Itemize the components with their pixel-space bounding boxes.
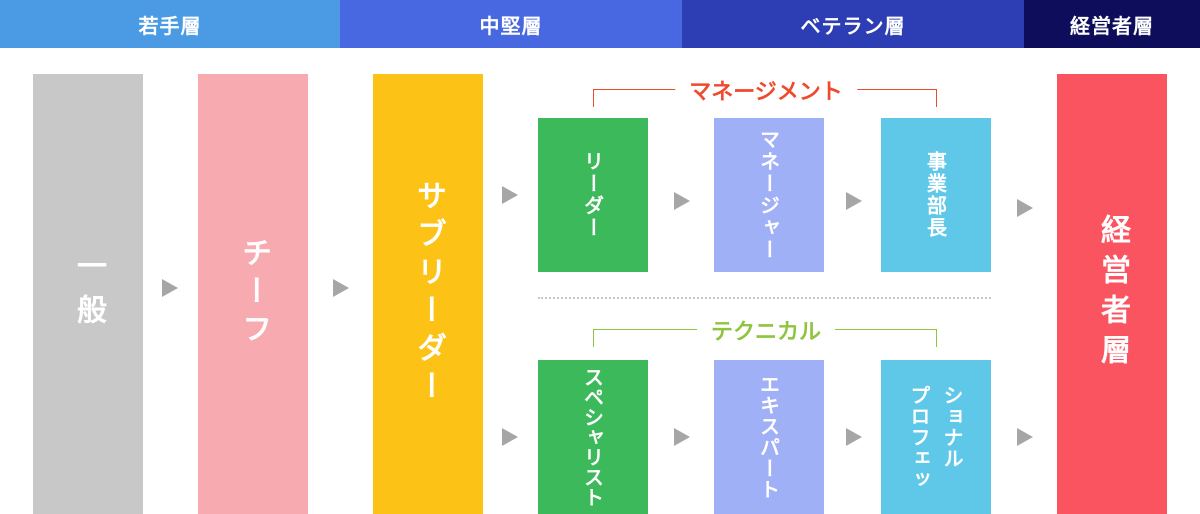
tier-veteran: ベテラン層 (682, 0, 1024, 48)
management-step-division-head-label: 事業部長 (923, 151, 948, 239)
arrow-right-icon (162, 279, 178, 297)
management-title: マネージメント (675, 74, 857, 106)
tier-executive: 経営者層 (1024, 0, 1200, 48)
technical-step-professional-line1: ショナル (940, 384, 964, 469)
tier-mid: 中堅層 (340, 0, 682, 48)
management-step-leader-label: リーダー (580, 151, 605, 239)
technical-step-professional-line2: プロフェッ (907, 384, 931, 490)
stage-chief: チーフ (198, 74, 308, 514)
stage-executive: 経営者層 (1057, 74, 1167, 514)
technical-step-specialist: スペシャリスト (538, 360, 648, 514)
arrow-right-icon (674, 428, 690, 446)
arrow-right-icon (333, 279, 349, 297)
arrow-right-icon (674, 192, 690, 210)
arrow-right-icon (846, 428, 862, 446)
stage-subleader-label: サブリーダー (411, 180, 446, 408)
technical-step-expert-label: エキスパート (756, 374, 781, 500)
arrow-right-icon (1017, 428, 1033, 446)
stage-ippan: 一般 (33, 74, 143, 514)
arrow-right-icon (502, 428, 518, 446)
stage-executive-label: 経営者層 (1095, 214, 1130, 374)
arrow-right-icon (1017, 199, 1033, 217)
management-step-leader: リーダー (538, 118, 648, 272)
stage-chief-label: チーフ (236, 237, 271, 351)
tier-junior: 若手層 (0, 0, 340, 48)
technical-title: テクニカル (696, 314, 836, 346)
technical-step-professional: ショナル プロフェッ (881, 360, 991, 514)
management-step-manager: マネージャー (714, 118, 824, 272)
arrow-right-icon (502, 186, 518, 204)
arrow-right-icon (846, 192, 862, 210)
management-step-manager-label: マネージャー (756, 129, 781, 261)
track-divider (538, 297, 991, 299)
technical-step-professional-lines: ショナル プロフェッ (905, 385, 967, 490)
technical-step-expert: エキスパート (714, 360, 824, 514)
management-step-division-head: 事業部長 (881, 118, 991, 272)
stage-subleader: サブリーダー (373, 74, 483, 514)
stage-ippan-label: 一般 (71, 250, 106, 338)
technical-step-specialist-label: スペシャリスト (580, 367, 605, 507)
